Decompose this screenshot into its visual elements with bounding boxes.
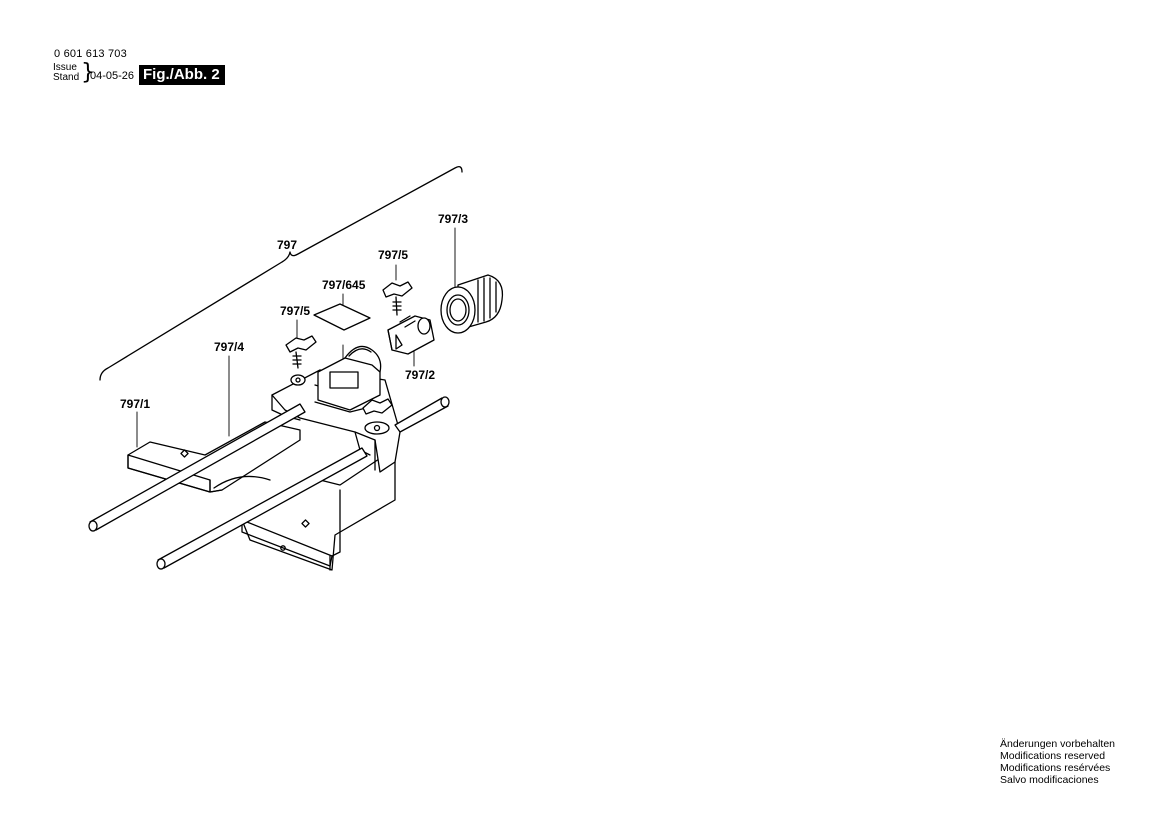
note-french: Modifications resérvées xyxy=(1000,762,1111,774)
threaded-ring xyxy=(440,274,504,334)
wing-screw-carriage xyxy=(362,398,393,435)
callout-797-5-left: 797/5 xyxy=(280,304,311,318)
issue-label: Issue xyxy=(53,62,77,73)
issue-date: 04-05-26 xyxy=(90,70,135,82)
note-german: Änderungen vorbehalten xyxy=(1000,738,1116,750)
callout-797-2: 797/2 xyxy=(405,368,436,382)
base-plate-right xyxy=(241,454,396,571)
callout-797: 797 xyxy=(277,238,298,252)
assembly-bracket xyxy=(99,166,463,381)
callout-797-3: 797/3 xyxy=(438,212,469,226)
brace-icon: } xyxy=(81,60,95,85)
issue-stand-labels: Issue Stand xyxy=(53,63,79,83)
figure-badge: Fig./Abb. 2 xyxy=(139,65,225,85)
label-plate xyxy=(313,303,371,331)
wing-screw-right xyxy=(382,281,413,316)
modification-notes: Änderungen vorbehalten Modifications res… xyxy=(1000,738,1115,786)
document-number: 0 601 613 703 xyxy=(54,48,127,60)
guide-rod-right xyxy=(156,396,450,570)
note-english: Modifications reserved xyxy=(1000,750,1106,762)
callout-797-5-right: 797/5 xyxy=(378,248,409,262)
note-spanish: Salvo modificaciones xyxy=(1000,774,1099,786)
callout-797-645: 797/645 xyxy=(322,278,366,292)
guide-rod-left xyxy=(88,403,306,532)
adapter-clamp xyxy=(387,315,435,355)
stand-label: Stand xyxy=(53,72,80,83)
callout-797-1: 797/1 xyxy=(120,397,151,411)
callout-797-4: 797/4 xyxy=(214,340,245,354)
holder-housing xyxy=(317,345,382,411)
wing-screw-left xyxy=(285,335,317,386)
